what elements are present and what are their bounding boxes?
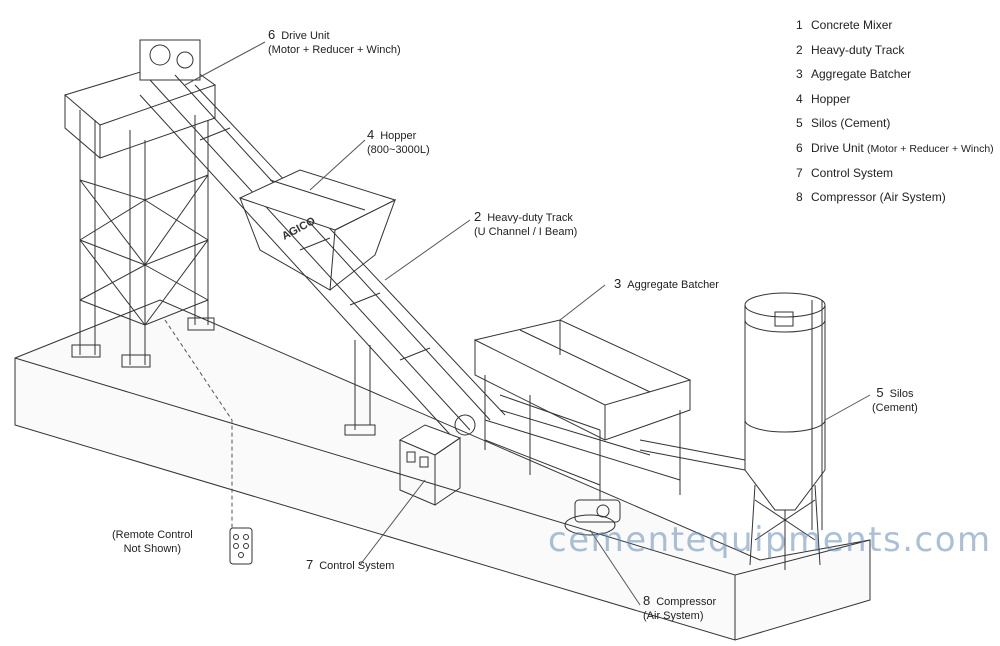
callout-title: Hopper — [380, 130, 417, 142]
callout-title: (Remote Control — [112, 529, 193, 541]
watermark: cementequipments.com — [548, 520, 992, 560]
callout-compressor: 8 Compressor (Air System) — [643, 594, 716, 623]
callout-batcher: 3 Aggregate Batcher — [614, 277, 719, 292]
remote-control-device — [229, 527, 253, 565]
callout-track: 2 Heavy-duty Track (U Channel / I Beam) — [474, 210, 577, 239]
legend-item: 3 Aggregate Batcher — [796, 67, 994, 92]
hopper — [238, 169, 397, 291]
cement-silo — [744, 292, 826, 570]
callout-number: 4 — [367, 127, 375, 142]
legend-item: 7 Control System — [796, 166, 994, 191]
control-cabinet — [398, 424, 462, 506]
leader-drive-unit — [184, 41, 266, 86]
callout-remote: (Remote Control Not Shown) — [112, 528, 193, 556]
legend: 1 Concrete Mixer 2 Heavy-duty Track 3 Aggre… — [796, 18, 994, 215]
legend-number: 8 — [796, 190, 803, 205]
leader-batcher — [559, 284, 606, 321]
callout-number: 7 — [306, 557, 314, 572]
callout-subtitle: (Cement) — [872, 402, 918, 414]
legend-item: 6 Drive Unit (Motor + Reducer + Winch) — [796, 141, 994, 166]
callout-subtitle: (800~3000L) — [367, 144, 430, 156]
callout-leaders — [164, 41, 871, 606]
callout-number: 2 — [474, 209, 482, 224]
callout-drive-unit: 6 Drive Unit (Motor + Reducer + Winch) — [268, 28, 401, 57]
callout-number: 5 — [876, 385, 884, 400]
leader-control — [359, 479, 426, 566]
callout-title: Drive Unit — [281, 30, 330, 42]
callout-title: Aggregate Batcher — [627, 279, 719, 291]
callout-subtitle: (Air System) — [643, 610, 704, 622]
legend-label: Compressor (Air System) — [811, 190, 946, 205]
legend-item: 5 Silos (Cement) — [796, 116, 994, 141]
legend-label: Silos (Cement) — [811, 116, 891, 131]
callout-title: Compressor — [656, 596, 717, 608]
callout-subtitle: (U Channel / I Beam) — [474, 226, 578, 238]
callout-number: 8 — [643, 593, 651, 608]
callout-subtitle: (Motor + Reducer + Winch) — [268, 44, 401, 56]
legend-label: Control System — [811, 165, 894, 180]
legend-label: Concrete Mixer — [811, 18, 893, 32]
legend-number: 7 — [796, 165, 803, 180]
legend-item: 8 Compressor (Air System) — [796, 190, 994, 215]
callout-subtitle: Not Shown) — [123, 543, 182, 555]
leader-silos — [824, 394, 871, 421]
callout-control: 7 Control System — [306, 558, 394, 573]
legend-number: 2 — [796, 42, 803, 57]
legend-item: 2 Heavy-duty Track — [796, 43, 994, 68]
callout-title: Silos — [889, 388, 914, 400]
mixer-tower — [63, 39, 217, 368]
legend-number: 1 — [796, 18, 803, 32]
legend-label: Drive Unit — [811, 140, 864, 155]
heavy-duty-track — [139, 74, 506, 441]
aggregate-batcher — [473, 319, 746, 500]
leader-compressor — [589, 529, 641, 606]
legend-label: Heavy-duty Track — [811, 42, 905, 57]
legend-number: 6 — [796, 140, 803, 155]
callout-title: Heavy-duty Track — [487, 212, 573, 224]
legend-number: 5 — [796, 116, 803, 131]
callout-number: 6 — [268, 27, 276, 42]
legend-note: (Motor + Reducer + Winch) — [867, 142, 994, 155]
legend-item: 4 Hopper — [796, 92, 994, 117]
legend-number: 3 — [796, 67, 803, 82]
callout-number: 3 — [614, 276, 622, 291]
callout-hopper: 4 Hopper (800~3000L) — [367, 128, 430, 157]
callout-silos: 5 Silos (Cement) — [872, 386, 918, 415]
leader-remote — [164, 319, 233, 528]
legend-number: 4 — [796, 91, 803, 106]
callout-title: Control System — [319, 560, 395, 572]
air-compressor — [564, 499, 621, 536]
legend-item: 1 Concrete Mixer — [796, 18, 994, 43]
legend-label: Hopper — [811, 91, 851, 106]
leader-track — [384, 219, 471, 281]
leader-hopper — [309, 139, 366, 191]
ground-slab — [14, 299, 871, 641]
legend-label: Aggregate Batcher — [811, 67, 912, 82]
